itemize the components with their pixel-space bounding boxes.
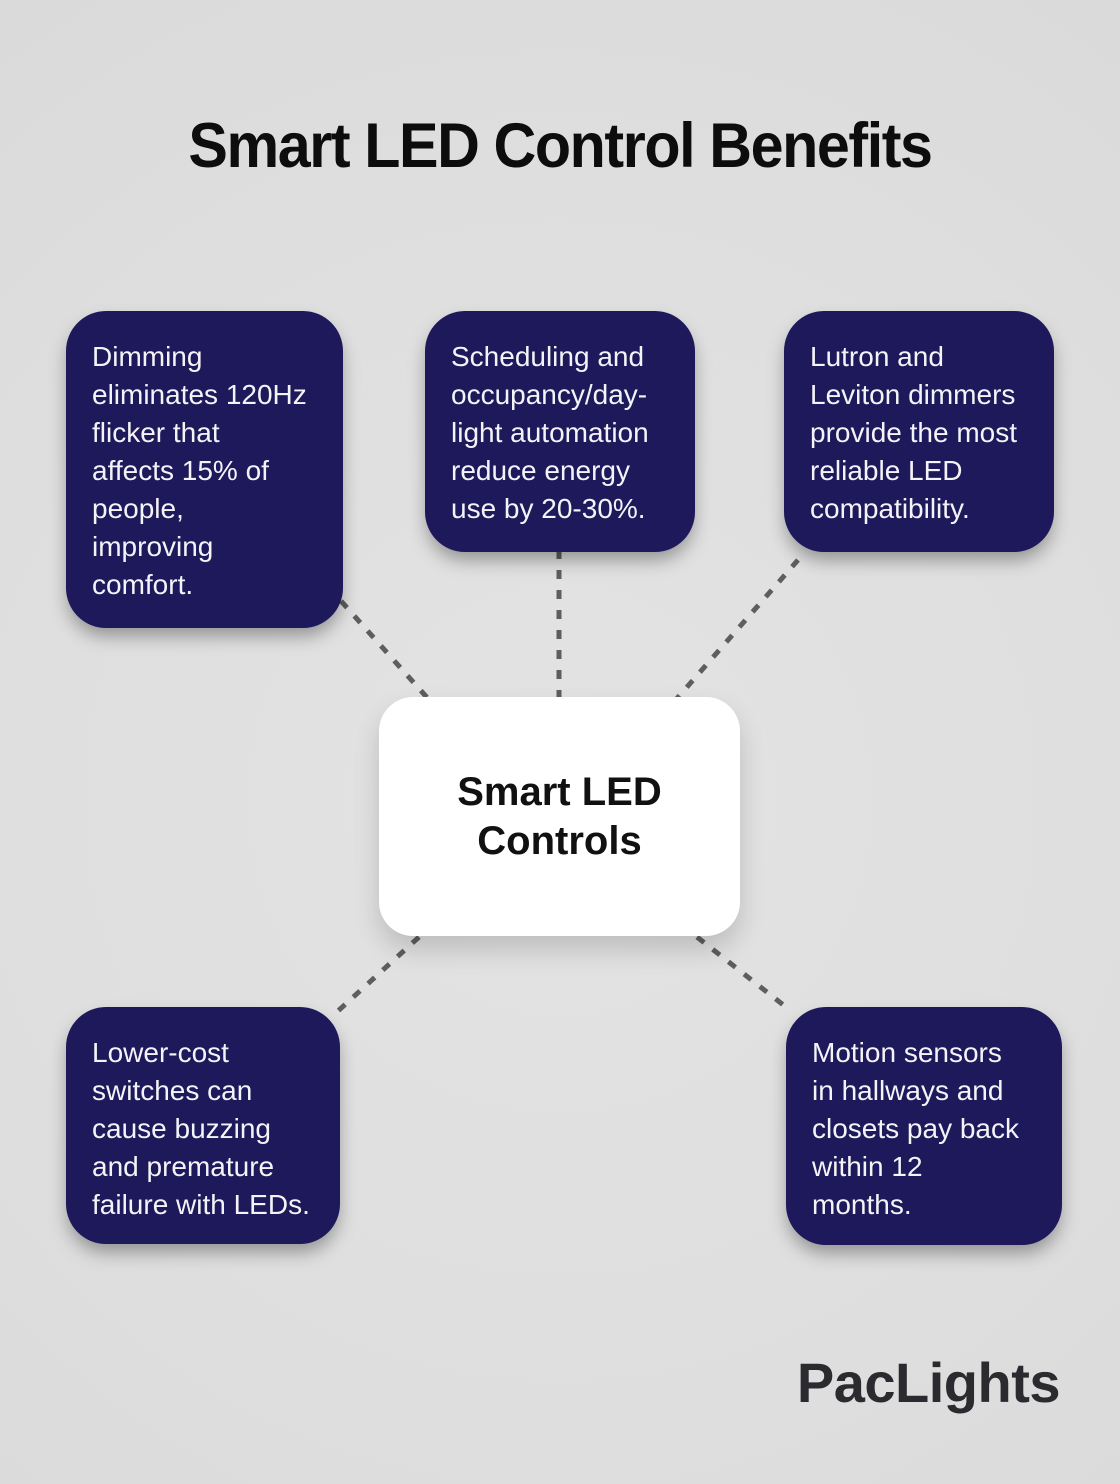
page-title: Smart LED Control Benefits	[188, 111, 933, 181]
central-node-label: Smart LED Controls	[457, 769, 662, 863]
benefit-card-switch-buzzing: Lower-cost switches can cause buzzing an…	[66, 1007, 340, 1244]
benefit-card-scheduling-energy: Scheduling and occupancy/day- light auto…	[425, 311, 695, 552]
benefit-card-dimming-flicker: Dimming eliminates 120Hz flicker that af…	[66, 311, 343, 628]
connector-top-right	[671, 558, 800, 705]
paclights-logo: PacLights	[796, 1351, 1061, 1414]
connector-bottom-right	[695, 935, 793, 1013]
connector-top-left	[339, 599, 433, 704]
benefit-card-motion-sensors: Motion sensors in hallways and closets p…	[786, 1007, 1062, 1245]
central-node: Smart LED Controls	[379, 697, 740, 936]
benefit-card-dimmer-compatibility: Lutron and Leviton dimmers provide the m…	[784, 311, 1054, 552]
connector-bottom-left	[336, 935, 421, 1013]
